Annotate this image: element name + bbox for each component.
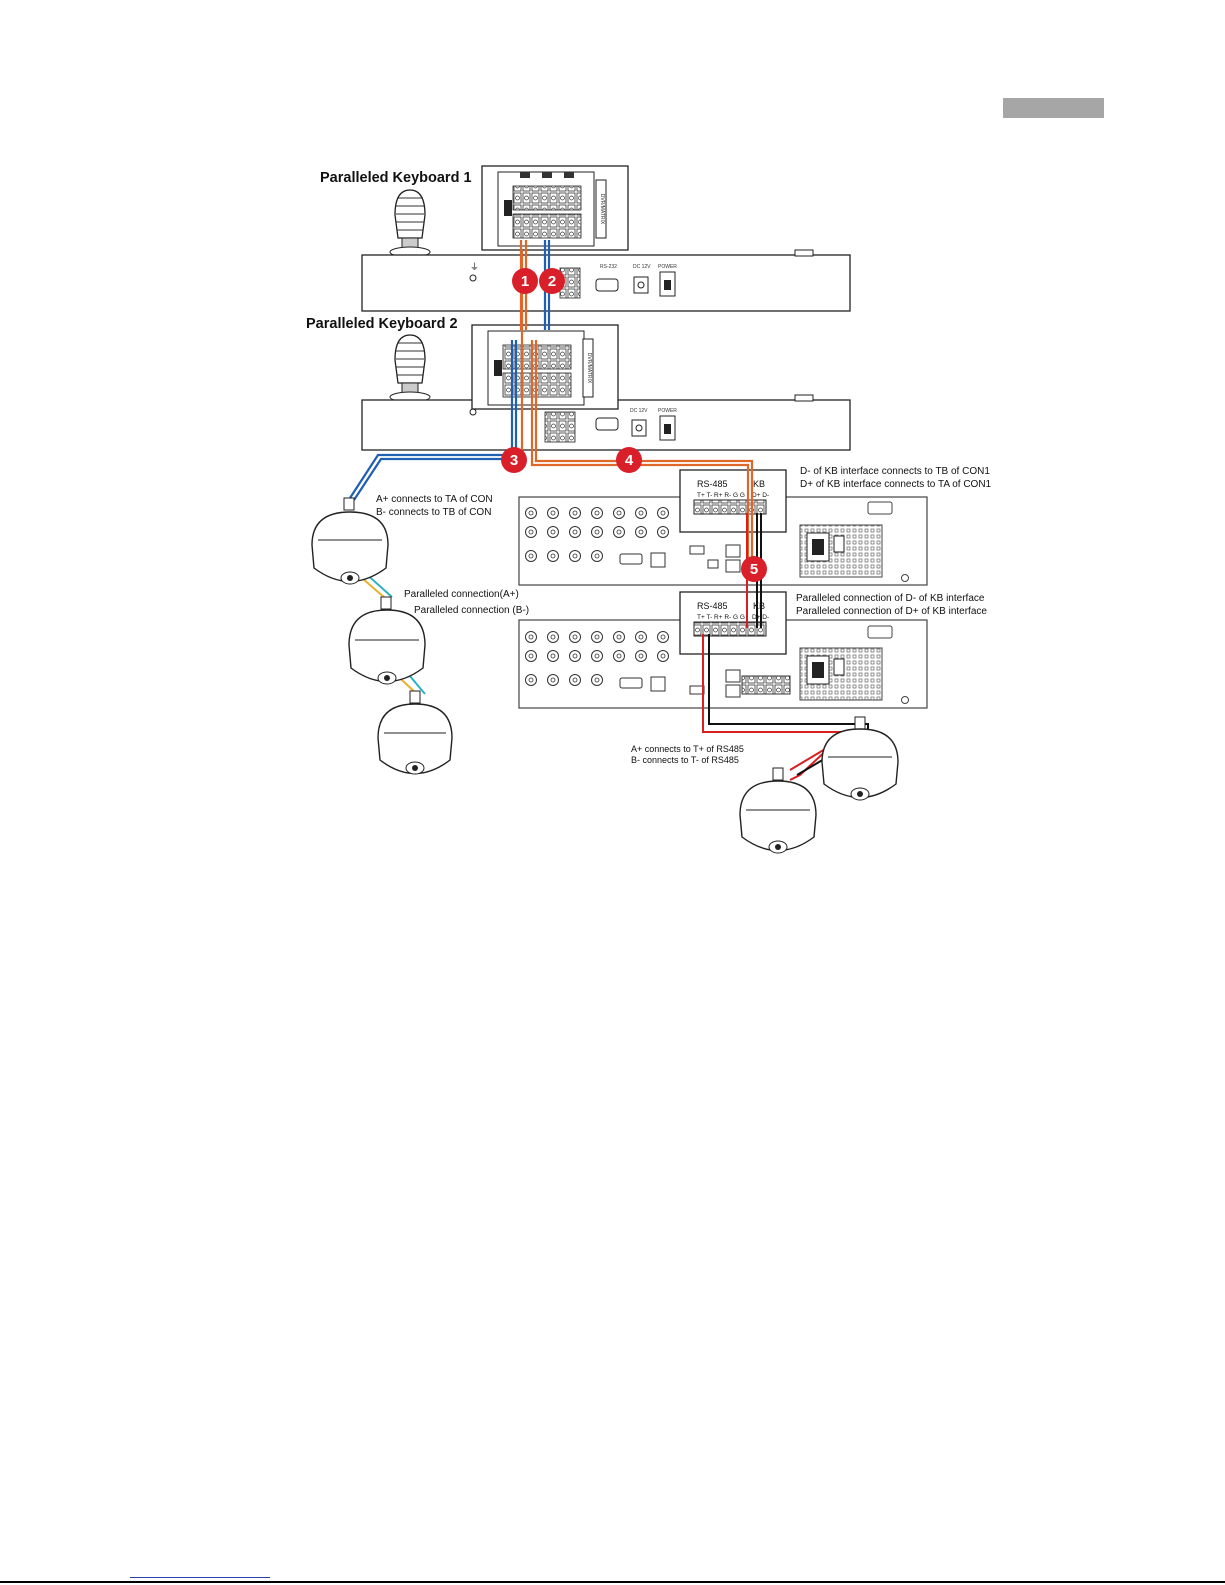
rs485-label: RS-485 (697, 601, 728, 611)
power-label: POWER (658, 264, 677, 270)
header-bar (1003, 98, 1104, 118)
dome-camera-icon (739, 767, 817, 854)
module-label: DVR/MATRIX (599, 194, 605, 225)
dvr-2-note-line2: Paralleled connection of D+ of KB interf… (796, 606, 987, 617)
module-label: DVR/MATRIX (586, 353, 592, 384)
keyboard-1: Paralleled Keyboard 1 ⏚ DVR/MATRIX RS-23… (320, 165, 851, 312)
dvr-2: RS-485 T+ T- R+ R- G G KB D+ D- Parallel… (518, 591, 987, 709)
kb-pin-labels: D+ D- (752, 492, 769, 499)
rs485-pin-labels: T+ T- R+ R- G G (697, 492, 745, 499)
svg-text:3: 3 (510, 452, 518, 469)
wire (353, 340, 518, 501)
parallel-connection-b: Paralleled connection (B-) (414, 605, 529, 616)
parallel-connection-a: Paralleled connection(A+) (404, 589, 519, 600)
dome-camera-icon (821, 716, 899, 801)
svg-text:2: 2 (548, 273, 556, 290)
rs485-pin-labels: T+ T- R+ R- G G (697, 614, 745, 621)
power-label: POWER (658, 408, 677, 414)
joystick-icon (389, 334, 431, 403)
wire (349, 340, 514, 499)
joystick-icon (389, 189, 431, 258)
domes-right-note-line1: A+ connects to T+ of RS485 (631, 744, 744, 754)
domes-left-note-line1: A+ connects to TA of CON (376, 494, 493, 505)
kb-label: KB (753, 479, 765, 489)
dome-camera-icon (348, 596, 426, 685)
dvr-1-note-line1: D- of KB interface connects to TB of CON… (800, 466, 990, 477)
svg-text:1: 1 (521, 273, 529, 290)
footer-rule (0, 1581, 1225, 1583)
keyboard-2: Paralleled Keyboard 2 DVR/MATRIX DC 12V … (306, 316, 851, 451)
ground-icon: ⏚ (470, 262, 479, 272)
svg-text:4: 4 (625, 452, 634, 469)
dome-camera-icon (377, 690, 453, 775)
keyboard-2-title: Paralleled Keyboard 2 (306, 316, 458, 332)
wire (534, 340, 754, 560)
dvr-1: RS-485 T+ T- R+ R- G G KB D+ D- D- of KB… (518, 466, 992, 586)
rs485-label: RS-485 (697, 479, 728, 489)
svg-text:5: 5 (750, 561, 758, 578)
rs232-label: RS-232 (600, 264, 617, 270)
dome-camera-icon (311, 497, 389, 585)
keyboard-1-title: Paralleled Keyboard 1 (320, 170, 472, 186)
kb-label: KB (753, 601, 765, 611)
badge-1: 1 (512, 268, 538, 294)
dc12v-label: DC 12V (633, 264, 651, 270)
dvr-1-note-line2: D+ of KB interface connects to TA of CON… (800, 479, 992, 490)
dc12v-label: DC 12V (630, 408, 648, 414)
dvr-2-note-line1: Paralleled connection of D- of KB interf… (796, 593, 985, 604)
badge-4: 4 (616, 447, 642, 473)
domes-left-note-line2: B- connects to TB of CON (376, 507, 491, 518)
footer-link-underline (130, 1577, 270, 1578)
badge-5: 5 (741, 556, 767, 582)
badge-2: 2 (539, 268, 565, 294)
domes-right-note-line2: B- connects to T- of RS485 (631, 755, 739, 765)
badge-3: 3 (501, 447, 527, 473)
